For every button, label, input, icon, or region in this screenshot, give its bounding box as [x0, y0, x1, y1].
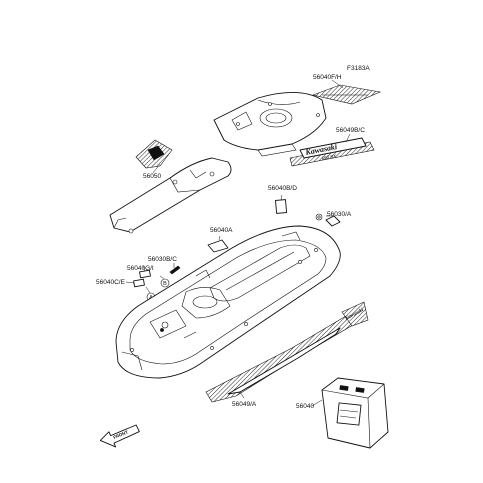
leader-56040fh	[331, 79, 344, 89]
leader-56040a	[218, 235, 221, 241]
callout-b-letter: B	[163, 281, 167, 287]
label-56030bc: 56030B/C	[148, 256, 177, 263]
decal-56040gi	[139, 269, 151, 279]
decal-top-diamond	[311, 84, 382, 105]
part-56030bc	[169, 265, 181, 275]
leader-56049a	[239, 391, 245, 399]
part-56030a	[315, 213, 341, 227]
leader-56050	[152, 163, 161, 174]
front-arrow-text: FRONT	[113, 429, 129, 440]
front-arrow-icon: FRONT	[99, 424, 140, 448]
emblem-56050	[135, 139, 173, 169]
leader-callout-a	[145, 286, 151, 294]
decal-56040a	[207, 239, 229, 253]
hood-cover	[213, 92, 327, 157]
decal-side-stripe: Kawasaki	[205, 301, 369, 403]
label-56049a: 56049/A	[232, 401, 257, 408]
leader-56040bd	[280, 194, 283, 201]
leader-callout-b	[159, 275, 165, 280]
label-56030a: 56030/A	[327, 211, 352, 218]
leader-56049bc	[345, 133, 351, 143]
label-56040: 56040	[296, 403, 314, 410]
decal-56040bd	[275, 199, 288, 214]
label-56040gi: 56040G/I	[127, 265, 154, 272]
battery-56040	[321, 377, 389, 449]
label-56040a: 56040A	[210, 227, 233, 234]
callout-b-circle	[160, 278, 170, 288]
decal-brand: Kawasaki 650 SX	[289, 137, 375, 167]
leader-56040	[311, 399, 323, 407]
handle-pole	[109, 157, 232, 234]
leader-56040ce	[125, 281, 135, 284]
figure-code: F3183A	[347, 65, 370, 72]
label-56049bc: 56049B/C	[336, 127, 365, 134]
label-56040ce: 56040C/E	[96, 279, 126, 286]
label-56040bd: 56040B/D	[268, 185, 297, 192]
decal-model-text: 650 SX	[321, 153, 336, 161]
leader-56040gi	[142, 265, 146, 272]
label-56050: 56050	[143, 173, 161, 180]
hull-deck	[115, 225, 341, 379]
label-56040fh: 56040F/H	[313, 74, 342, 81]
decal-56040ce	[133, 278, 145, 288]
